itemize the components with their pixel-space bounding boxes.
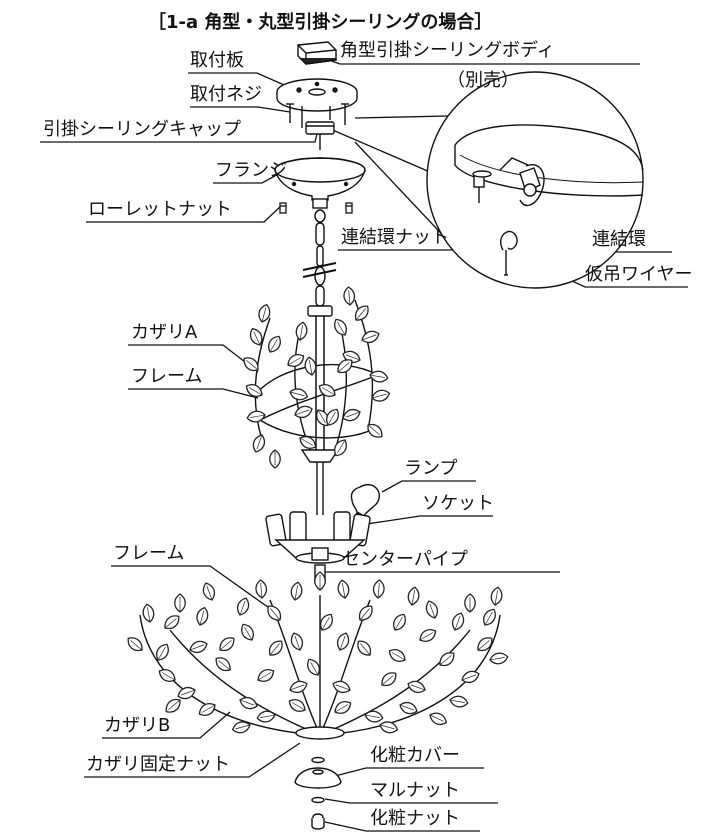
label-mounting-screw: 取付ネジ [190, 84, 262, 105]
label-deco-a: カザリA [131, 322, 198, 343]
flange-part [274, 157, 366, 209]
lamp-part [350, 484, 380, 518]
mounting-plate-part [276, 78, 358, 112]
mounting-screw-part [286, 103, 349, 128]
cosmetic-cover-part [294, 756, 342, 789]
label-ceiling-cap: 引掛シーリングキャップ [43, 119, 241, 140]
label-cosmetic-nut: 化粧ナット [370, 808, 460, 829]
label-ring: 連結環 [592, 229, 646, 250]
label-round-nut: マルナット [370, 780, 460, 801]
diagram-title: ［1-a 角型・丸型引掛シーリングの場合］ [148, 12, 493, 33]
lower-frame-part [139, 595, 501, 740]
chain-part [302, 209, 337, 307]
label-socket: ソケット [422, 493, 494, 514]
label-frame-upper: フレーム [131, 366, 203, 387]
socket-part [265, 511, 371, 564]
upper-frame-part [254, 299, 379, 463]
label-sold-separately: （別売） [447, 70, 519, 91]
label-mounting-plate: 取付板 [190, 50, 244, 71]
label-lamp: ランプ [404, 458, 458, 479]
label-knurled-nut: ローレットナット [88, 199, 232, 220]
label-ring-nut: 連結環ナット [341, 227, 449, 248]
label-deco-b: カザリB [104, 715, 171, 736]
cosmetic-nut-part [311, 813, 325, 830]
label-temp-wire: 仮吊ワイヤー [585, 264, 693, 285]
label-deco-fix-nut: カザリ固定ナット [86, 754, 230, 775]
lower-leaves [124, 571, 510, 736]
knurled-nut-part [279, 202, 353, 214]
round-nut-part [311, 796, 325, 804]
label-frame-lower: フレーム [113, 543, 185, 564]
label-center-pipe: センターパイプ [342, 549, 468, 570]
label-flange: フランジ [215, 160, 287, 181]
label-ceiling-body: 角型引掛シーリングボディ [340, 40, 555, 61]
zoom-detail [426, 71, 644, 289]
label-cosmetic-cover: 化粧カバー [370, 745, 460, 766]
ceiling-cap-part [305, 121, 335, 150]
ceiling-body-part [297, 41, 337, 65]
center-pipe-part [314, 462, 326, 584]
